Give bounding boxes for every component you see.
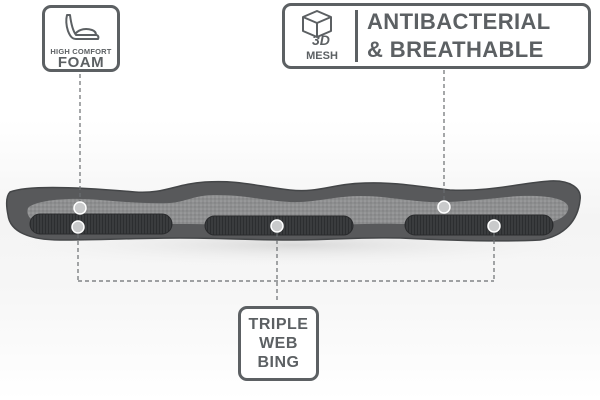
3d-cube-icon (302, 10, 332, 38)
foam-badge-subtitle: HIGH COMFORT (50, 47, 112, 56)
foam-marker-dot (73, 201, 87, 215)
webbing-marker-dot-center (270, 219, 284, 233)
reclining-seat-icon (65, 14, 100, 40)
mesh-marker-dot (437, 200, 451, 214)
webbing-badge-line-3: BING (257, 354, 300, 371)
high-comfort-foam-badge: HIGH COMFORT FOAM (42, 5, 120, 72)
webbing-badge-line-2: WEB (259, 335, 298, 352)
badge-divider (355, 10, 358, 62)
mesh-icon-mesh-label: MESH (306, 50, 338, 62)
foam-badge-title: FOAM (57, 54, 105, 71)
webbing-marker-dot-right (487, 219, 501, 233)
triple-webbing-badge: TRIPLE WEB BING (238, 306, 319, 381)
mesh-badge-line-1: ANTIBACTERIAL (367, 9, 551, 34)
mesh-icon-3d-label: 3D (312, 32, 330, 48)
webbing-callout-lines (77, 233, 495, 303)
webbing-marker-dot-left (71, 220, 85, 234)
webbing-strap-left (29, 213, 173, 235)
webbing-badge-line-1: TRIPLE (248, 316, 309, 333)
webbing-strap-right (404, 214, 554, 236)
mesh-badge-line-2: & BREATHABLE (367, 37, 544, 62)
antibacterial-breathable-badge: 3D MESH ANTIBACTERIAL & BREATHABLE (282, 3, 591, 69)
